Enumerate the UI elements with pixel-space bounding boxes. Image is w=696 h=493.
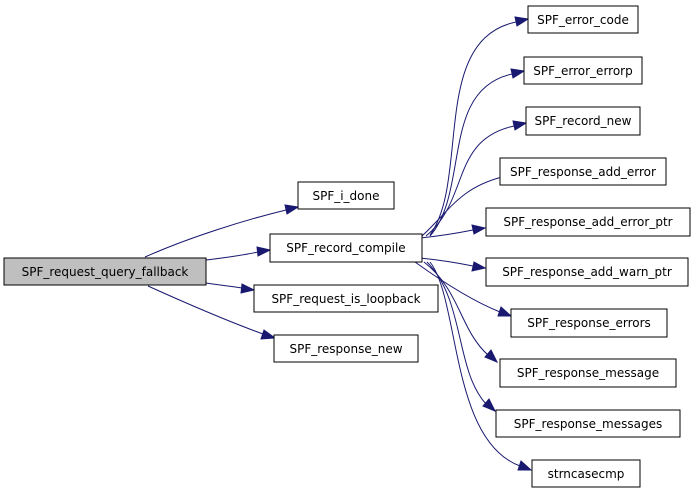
node-spf-error-errorp[interactable]: SPF_error_errorp (523, 56, 643, 85)
node-spf-response-add-error[interactable]: SPF_response_add_error (499, 157, 667, 186)
node-spf-response-new[interactable]: SPF_response_new (273, 334, 419, 363)
node-spf-error-code[interactable]: SPF_error_code (527, 5, 639, 34)
node-label: SPF_record_compile (286, 241, 405, 255)
edge-record-compile-to-strncasecmp (429, 261, 521, 467)
node-spf-i-done[interactable]: SPF_i_done (297, 181, 395, 210)
edge-root-to-is-loopback-arrowhead (240, 283, 256, 294)
edge-root-to-is-loopback (205, 282, 243, 289)
edge-root-to-response-new (147, 285, 264, 335)
edge-root-to-i-done (144, 209, 287, 258)
node-label: SPF_request_query_fallback (22, 265, 189, 279)
edge-record-compile-to-error-code (429, 21, 517, 236)
edge-root-to-response-new-arrowhead (260, 329, 277, 340)
node-label: SPF_response_message (517, 366, 659, 380)
node-spf-request-query-fallback[interactable]: SPF_request_query_fallback (3, 257, 207, 286)
edge-record-compile-to-add-error-ptr (419, 229, 474, 239)
node-label: SPF_response_new (289, 342, 402, 356)
node-label: SPF_error_errorp (533, 64, 632, 78)
edge-record-compile-to-message-arrowhead (484, 349, 499, 363)
node-spf-request-is-loopback[interactable]: SPF_request_is_loopback (253, 284, 439, 313)
node-label: SPF_response_errors (527, 316, 651, 330)
edge-record-compile-to-errors (414, 261, 501, 313)
node-label: SPF_response_add_warn_ptr (502, 265, 672, 279)
node-spf-record-compile[interactable]: SPF_record_compile (269, 233, 423, 263)
node-label: strncasecmp (548, 467, 625, 481)
node-spf-response-message[interactable]: SPF_response_message (499, 358, 677, 388)
node-spf-response-errors[interactable]: SPF_response_errors (510, 308, 668, 338)
edge-record-compile-to-messages-arrowhead (482, 398, 497, 412)
node-label: SPF_request_is_loopback (271, 292, 420, 306)
edge-record-compile-to-record-new (425, 125, 515, 237)
edge-record-compile-to-record-new-arrowhead (512, 120, 528, 131)
edge-record-compile-to-error-errorp (429, 73, 513, 237)
node-label: SPF_error_code (537, 13, 629, 27)
edge-root-to-record-compile-arrowhead (256, 246, 272, 257)
node-label: SPF_response_add_error (510, 165, 656, 179)
edge-record-compile-to-add-warn-ptr (419, 257, 474, 267)
edge-record-compile-to-add-warn-ptr-arrowhead (471, 261, 487, 272)
node-strncasecmp[interactable]: strncasecmp (531, 459, 641, 488)
node-label: SPF_response_add_error_ptr (503, 215, 672, 229)
node-label: SPF_response_messages (514, 417, 662, 431)
node-spf-response-add-error-ptr[interactable]: SPF_response_add_error_ptr (485, 207, 691, 237)
node-spf-response-add-warn-ptr[interactable]: SPF_response_add_warn_ptr (485, 257, 689, 287)
edge-record-compile-to-add-error-ptr-arrowhead (471, 224, 487, 235)
edge-record-compile-to-add-error (421, 176, 503, 237)
edge-record-compile-to-error-errorp-arrowhead (510, 68, 526, 79)
edge-root-to-record-compile (205, 251, 259, 261)
node-spf-response-messages[interactable]: SPF_response_messages (495, 409, 681, 438)
node-spf-record-new[interactable]: SPF_record_new (525, 106, 641, 136)
edge-record-compile-to-message (423, 261, 489, 356)
node-label: SPF_record_new (535, 114, 632, 128)
edge-root-to-i-done-arrowhead (284, 204, 300, 215)
edge-record-compile-to-messages (426, 261, 487, 405)
node-label: SPF_i_done (312, 189, 379, 203)
edge-record-compile-to-error-code-arrowhead (514, 16, 530, 27)
edge-record-compile-to-errors-arrowhead (497, 306, 513, 317)
edge-record-compile-to-strncasecmp-arrowhead (517, 460, 533, 471)
